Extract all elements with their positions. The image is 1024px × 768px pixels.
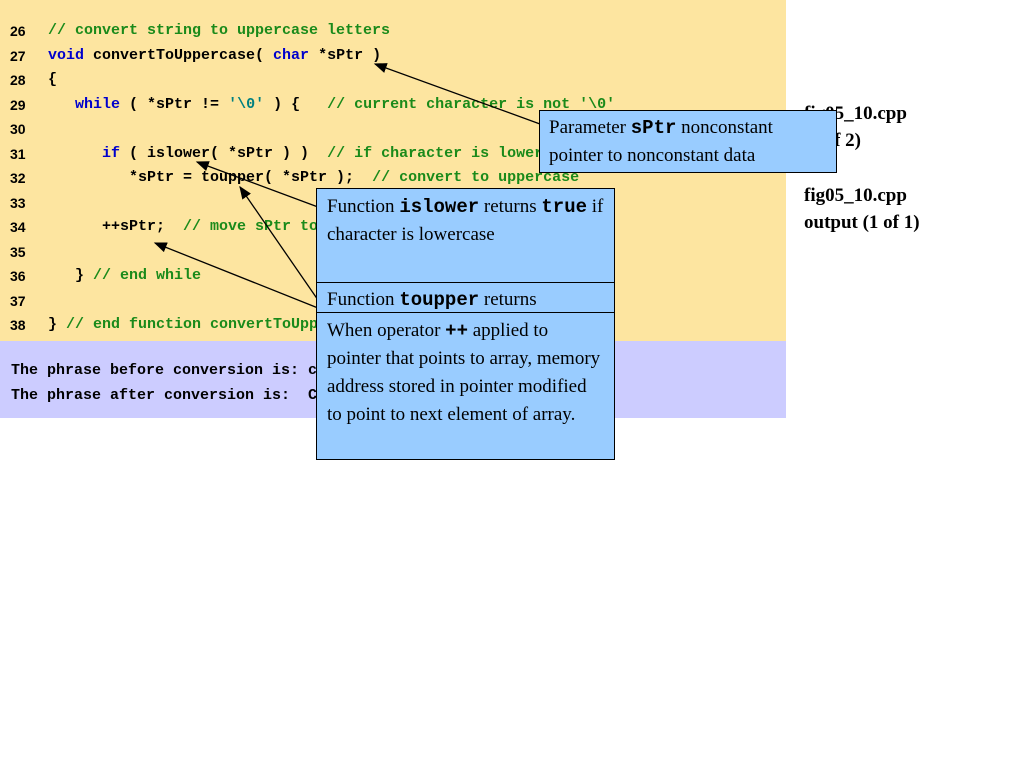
line-number: 32 [10,170,26,186]
code-keyword: if [102,144,121,162]
callout-islower-pre: Function [327,196,400,217]
code-line: 28 { [0,68,786,92]
callout-toupper-code: toupper [399,289,480,311]
code-line: 27 void convertToUppercase( char *sPtr ) [0,44,786,68]
callout-param-code: sPtr [630,117,677,139]
code-line: 35 [0,240,786,264]
callout-increment-code: ++ [445,320,468,342]
code-line: 26 // convert string to uppercase letters [0,19,786,43]
code-text: *sPtr = toupper( *sPtr ); // convert to … [48,166,579,190]
code-token: } [48,316,67,333]
code-line: 37 [0,289,786,313]
line-number: 27 [10,47,26,64]
code-token: convertToUppercase( [84,46,274,64]
callout-islower-code: islower [399,196,480,218]
code-token: ) { [264,95,328,113]
line-number: 34 [10,219,26,235]
line-number: 31 [10,145,26,162]
code-token [48,96,75,113]
code-keyword: while [75,95,121,113]
code-token: ( *sPtr != [120,95,229,113]
callout-islower: Function islower returns true if charact… [316,188,615,284]
callout-toupper: Function toupper returns [316,282,615,316]
code-comment: // convert string to uppercase letters [48,22,391,39]
line-number: 35 [10,243,26,260]
code-line: 33 [0,191,786,215]
code-comment: // convert to uppercase [372,169,580,186]
output-file-label: fig05_10.cpp output (1 of 1) [804,185,920,233]
callout-increment: When operator ++ applied to pointer that… [316,312,615,460]
callout-param-post: nonconstant pointer to nonconstant data [549,117,773,166]
code-token: *sPtr = toupper( *sPtr ); [48,169,373,186]
line-number: 33 [10,194,26,211]
callout-islower-post2: if character is lowercase [327,196,604,245]
line-number: 28 [10,72,26,88]
line-number: 36 [10,268,26,284]
callout-increment-post: applied to pointer that points to array,… [327,320,601,425]
callout-toupper-pre: Function [327,289,400,310]
code-text: if ( islower( *sPtr ) ) // if character … [48,142,588,166]
line-number: 38 [10,317,26,333]
code-keyword: char [273,46,310,64]
code-text: } // end while [48,264,201,288]
callout-toupper-post: returns [479,289,537,310]
callout-param-pre: Parameter [549,117,631,138]
line-number: 37 [10,292,26,309]
code-token: ( islower( *sPtr ) ) [120,144,328,162]
code-text: void convertToUppercase( char *sPtr ) [48,44,381,68]
code-token: } [48,267,94,284]
line-number: 26 [10,23,26,39]
code-token: *sPtr ) [309,46,382,64]
code-token: { [48,71,58,88]
code-line: 30 [0,117,786,141]
callout-param: Parameter sPtr nonconstant pointer to no… [539,110,837,173]
code-string: '\0' [228,95,265,113]
code-text: while ( *sPtr != '\0' ) { // current cha… [48,93,615,117]
code-text: { [48,68,57,92]
callout-islower-post: returns [479,196,542,217]
line-number: 29 [10,96,26,113]
code-keyword: void [48,46,85,64]
code-token [48,145,102,162]
line-number: 30 [10,121,26,137]
code-comment: // end while [93,267,202,284]
code-text: // convert string to uppercase letters [48,19,390,43]
callout-islower-true: true [541,196,588,218]
code-token: ++sPtr; [48,218,184,235]
callout-increment-pre: When operator [327,320,446,341]
